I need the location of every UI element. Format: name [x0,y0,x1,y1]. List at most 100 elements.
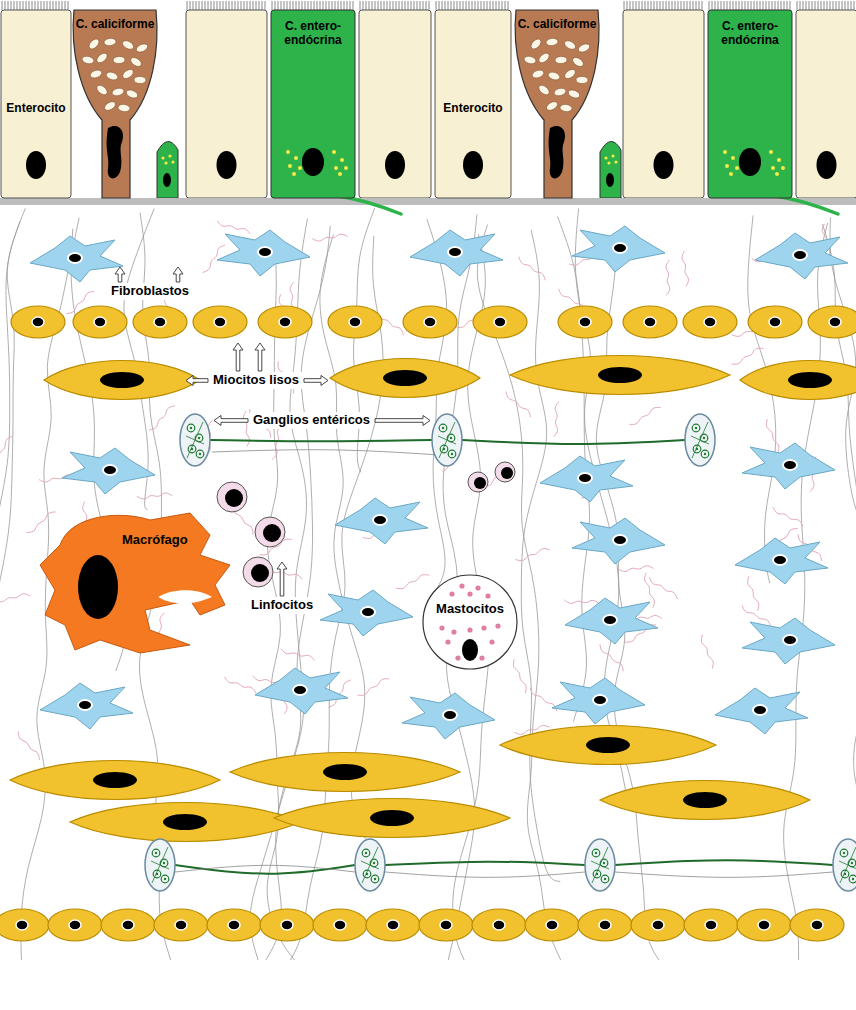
enteric-plexus [145,414,856,891]
smooth-muscle-cell-cross-section [737,909,791,941]
smooth-muscle-cell-cross-section [403,306,457,338]
smooth-muscle-cell-longitudinal [600,781,810,820]
mast-cell: Mastocitos [422,574,518,670]
mucin-granule [89,69,103,80]
smooth-muscle-cell-cross-section [207,909,261,941]
mast-cell-granule [479,655,484,660]
elastic-fiber [312,234,347,241]
mucin-granule [121,39,135,51]
mucin-granule [560,104,573,113]
smooth-muscle-cell-longitudinal [330,359,480,398]
brush-border [2,1,854,10]
nucleus [302,148,324,176]
smooth-muscle-cell-cross-section [683,306,737,338]
cell-outline [422,574,518,670]
enterocyte [623,10,704,198]
secretory-granule [781,166,785,170]
fibroblast [735,538,828,584]
mucin-granule [134,76,146,84]
fibroblast [742,443,835,489]
lymphocytes [217,462,515,587]
mucin-granule [121,68,135,81]
pointer-arrow [233,343,243,371]
secretory-granule [775,172,779,176]
elastic-fiber [27,512,56,533]
elastic-fiber [0,594,30,602]
smooth-muscle-cell-cross-section [748,306,802,338]
nerve-fiber [210,440,432,441]
fibroblast [552,678,645,724]
nerve-fiber [175,865,355,874]
mucin-granule [547,71,561,82]
enteric-ganglion [145,839,175,891]
smooth-muscle-cell-cross-section [558,306,612,338]
smooth-muscle-cell-longitudinal [740,361,856,400]
cell-outline [72,10,158,198]
mucin-granule [537,51,551,64]
nucleus [739,148,761,176]
mast-cell-granule [481,625,486,630]
smooth-muscle-cell-cross-section [154,909,208,941]
smooth-muscle-cell-longitudinal [10,761,220,800]
pointer-arrow [255,343,265,371]
mucin-granule [111,87,124,97]
fibroblast [320,590,413,636]
cell-label: C. caliciforme [518,18,597,32]
elastic-fiber [515,549,549,561]
enteric-ganglion [833,839,856,891]
pointer-arrow [115,267,125,282]
smooth-muscle-cell-cross-section [260,909,314,941]
elastic-fiber [682,251,689,286]
cell-label: Macrófago [122,533,188,548]
elastic-fiber [618,566,654,572]
secretory-granule [777,158,781,162]
nerve-fiber [212,450,440,455]
mast-cell-granule [455,655,460,660]
structure-label: Linfocitos [248,597,316,614]
elastic-fiber [564,600,599,604]
elastic-fiber [217,221,250,234]
small-enteroendocrine-cell [600,141,621,198]
mucin-granule [95,83,109,96]
mucin-granule [553,87,566,97]
elastic-fiber [506,391,531,417]
elastic-fiber [748,576,759,610]
secretory-granule [338,172,342,176]
elastic-fiber [666,260,670,295]
elastic-fiber [358,679,390,696]
fibroblast [572,226,665,272]
mast-cell-granule [439,625,444,630]
structure-label: Fibroblastos [108,283,192,300]
collagen-fiber [427,219,447,597]
mucin-granule [125,88,139,99]
elastic-fiber [0,436,13,465]
mucin-granule [577,42,591,53]
smooth-muscle-cell-cross-section [631,909,685,941]
label-pointers [115,267,430,596]
lymphocyte [255,517,285,547]
pointer-arrow [375,415,430,425]
smooth-muscle-cell-longitudinal [500,726,716,765]
fibroblast [40,683,133,729]
phagocytic-vacuole [158,590,212,603]
secretory-granule [723,150,727,154]
mucin-granule [104,38,117,47]
basement-membrane [0,198,856,205]
mucin-granule [129,56,143,69]
enteric-ganglion [180,414,210,466]
cell-label: Enterocito [443,102,502,116]
fibroblast [540,456,633,502]
mucin-granule [81,55,94,65]
lymphocyte [468,472,488,492]
cell-label: C. caliciforme [76,18,155,32]
cell-body [40,513,230,653]
mucin-granule [118,104,131,113]
secretory-granule [735,166,739,170]
fibroblasts [30,226,848,739]
fibroblast [335,498,428,544]
smooth-muscle-cell-cross-section [623,306,677,338]
mucin-granule [567,88,581,99]
smooth-muscle-cell-longitudinal [274,799,510,838]
mast-cell-granule [449,591,454,596]
nucleus [26,151,46,179]
